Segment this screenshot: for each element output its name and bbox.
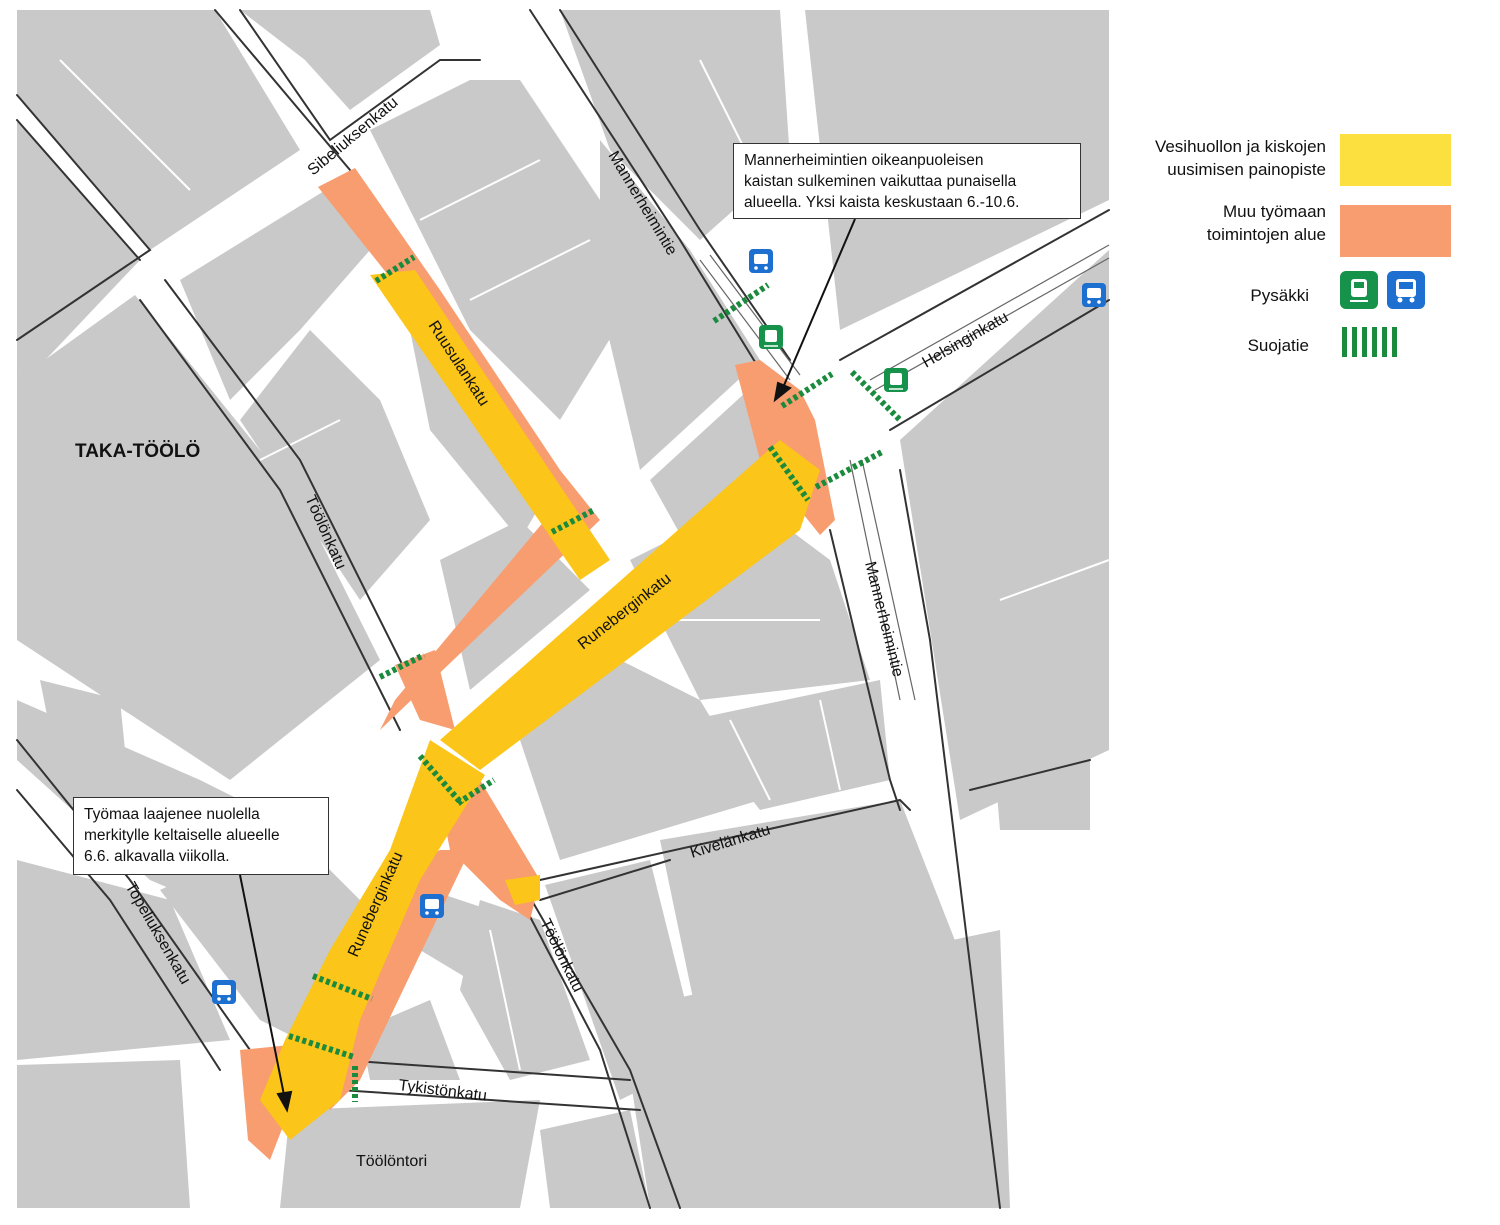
bus-icon (749, 249, 773, 273)
legend-swatch-orange (1340, 205, 1451, 257)
callout-lane-closure: Mannerheimintien oikeanpuoleisen kaistan… (733, 143, 1081, 219)
tram-icon (884, 368, 908, 392)
legend-swatch-yellow (1340, 134, 1451, 186)
tram-icon (1340, 271, 1378, 309)
tram-tracks (699, 244, 1110, 701)
callout-expansion: Työmaa laajenee nuolella merkitylle kelt… (73, 797, 329, 875)
bus-icon (1082, 283, 1106, 307)
legend-label-yellow: Vesihuollon ja kiskojen uusimisen painop… (1154, 137, 1326, 179)
yellow-work-areas (260, 270, 820, 1140)
bus-icon (1387, 271, 1425, 309)
legend-label-crosswalk: Suojatie (1247, 336, 1309, 355)
bus-icon (212, 980, 236, 1004)
block-subdivisions (59, 59, 1110, 1071)
street-outlines (16, 9, 1110, 1209)
place-label-toolontori: Töölöntori (356, 1153, 427, 1170)
bus-icon (420, 894, 444, 918)
tram-icon (759, 325, 783, 349)
legend-label-orange: Muu työmaan toimintojen alue (1206, 202, 1326, 244)
crosswalks (288, 254, 903, 1102)
legend-swatch-crosswalk (1342, 327, 1400, 357)
callout-arrows (239, 218, 856, 1113)
district-label: TAKA-TÖÖLÖ (75, 441, 200, 462)
legend-label-stop: Pysäkki (1250, 286, 1309, 305)
